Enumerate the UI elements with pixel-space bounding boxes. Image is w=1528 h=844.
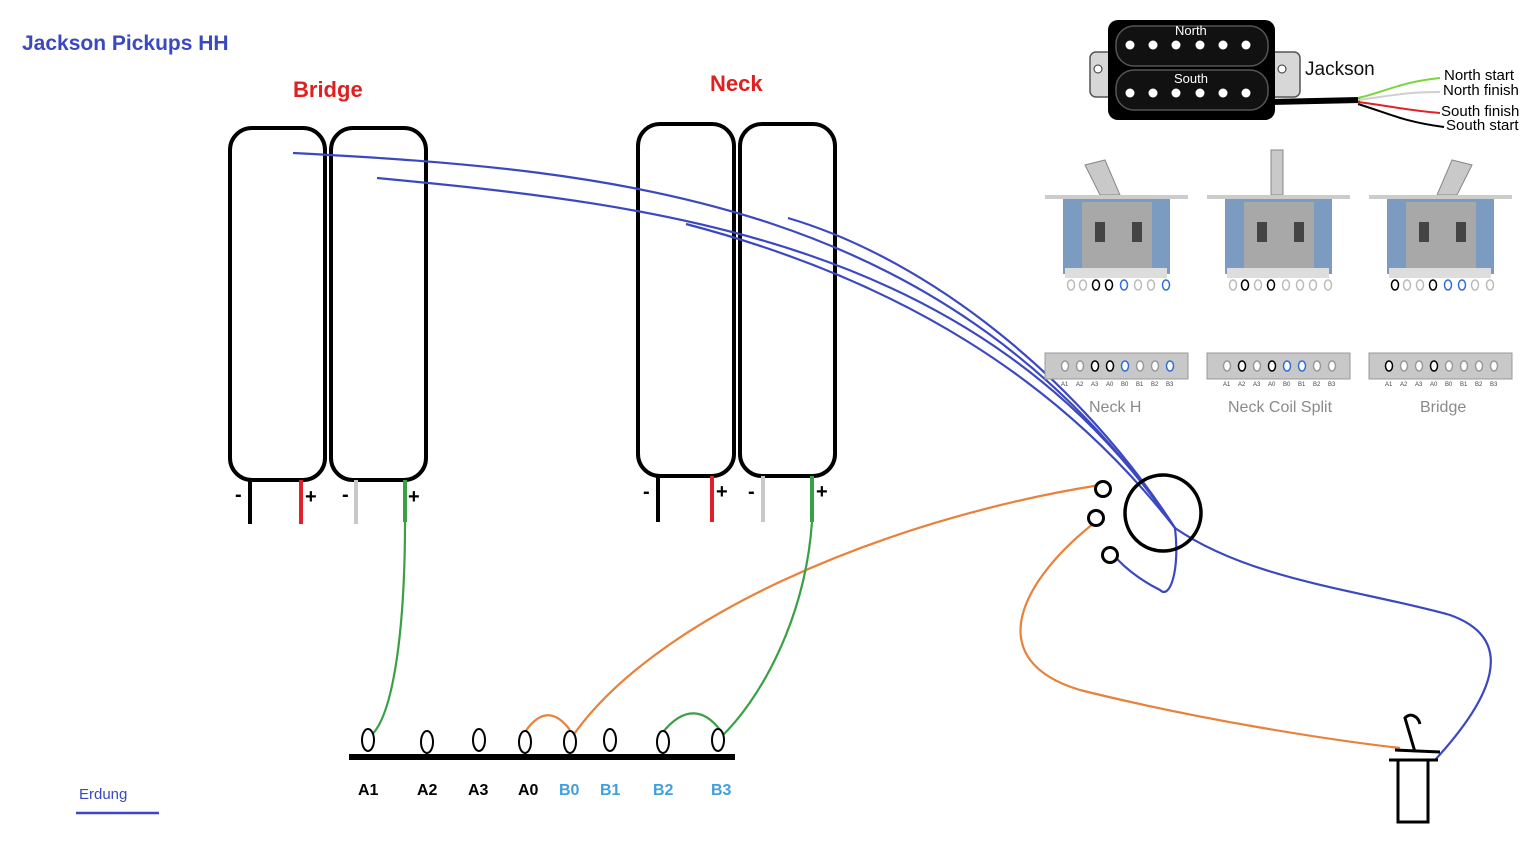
humbucker-reference: North South Jackson North start North fi… — [1089, 20, 1519, 134]
switch-bridge-tiny-4: B0 — [1445, 382, 1453, 388]
bridge-coil-left — [228, 126, 327, 482]
neck-minus-1: - — [643, 481, 650, 503]
switch-bridge-tiny-7: B3 — [1490, 382, 1498, 388]
lug-label-a3: A3 — [468, 782, 489, 799]
switch-neck-h-tiny-7: B3 — [1166, 382, 1174, 388]
switch-split-tiny-7: B3 — [1328, 382, 1336, 388]
pot-lug-1 — [1094, 480, 1112, 498]
lug-label-a0: A0 — [518, 782, 539, 799]
lug-a2 — [420, 730, 434, 754]
neck-plus-2: + — [816, 481, 828, 503]
switch-neck-h-tiny-4: B0 — [1121, 382, 1129, 388]
neck-coil-left — [636, 122, 736, 478]
lug-a0 — [518, 730, 532, 754]
neck-minus-2: - — [748, 481, 755, 503]
lug-label-a2: A2 — [417, 782, 438, 799]
signal-wires — [367, 521, 814, 739]
neck-pickup-label: Neck — [710, 71, 763, 96]
switch-split-tiny-3: A0 — [1268, 382, 1276, 388]
switch-bridge-caption: Bridge — [1420, 399, 1466, 416]
bridge-plus-2: + — [408, 486, 420, 508]
lug-b2 — [656, 730, 670, 754]
lug-label-b2: B2 — [653, 782, 674, 799]
switch-split-tiny-1: A2 — [1238, 382, 1246, 388]
humbucker-brand: Jackson — [1305, 59, 1375, 80]
wire-north-start: North start — [1444, 67, 1515, 84]
pot-lug-2 — [1087, 509, 1105, 527]
lug-b0 — [563, 730, 577, 754]
wire-south-finish: South finish — [1441, 103, 1519, 120]
neck-coil-right — [738, 122, 837, 478]
switch-position-bridge: A1 A2 A3 A0 B0 B1 B2 B3 Bridge — [1368, 159, 1513, 416]
switch-split-tiny-5: B1 — [1298, 382, 1306, 388]
switch-neck-h-tiny-3: A0 — [1106, 382, 1114, 388]
switch-neck-h-tiny-1: A2 — [1076, 382, 1084, 388]
switch-bridge-tiny-1: A2 — [1400, 382, 1408, 388]
switch-bridge-tiny-6: B2 — [1475, 382, 1483, 388]
bridge-minus-2: - — [342, 484, 349, 506]
switch-split-tiny-6: B2 — [1313, 382, 1321, 388]
wire-south-start: South start — [1446, 117, 1519, 134]
pot-lug-3 — [1101, 546, 1119, 564]
diagram-title: Jackson Pickups HH — [22, 32, 229, 55]
neck-pickup: - + - + — [636, 122, 837, 522]
bridge-pickup-label: Bridge — [293, 77, 363, 102]
switch-bridge-tiny-5: B1 — [1460, 382, 1468, 388]
bridge-minus-1: - — [235, 484, 242, 506]
humbucker-south-label: South — [1174, 71, 1208, 86]
switch-bridge-tiny-2: A3 — [1415, 382, 1423, 388]
hot-wires — [524, 483, 1401, 750]
bridge-coil-right — [329, 126, 428, 482]
switch-split-tiny-2: A3 — [1253, 382, 1261, 388]
switch-bridge-tiny-3: A0 — [1430, 382, 1438, 388]
bridge-plus-1: + — [305, 486, 317, 508]
output-jack — [1389, 713, 1441, 824]
switch-lug-bar: A1 A2 A3 A0 B0 B1 B2 B3 — [349, 728, 735, 799]
switch-neck-h-tiny-2: A3 — [1091, 382, 1099, 388]
switch-neck-h-tiny-6: B2 — [1151, 382, 1159, 388]
lug-b1 — [603, 728, 617, 752]
lug-label-b3: B3 — [711, 782, 732, 799]
switch-position-neck-h: A1 A2 A3 A0 B0 B1 B2 B3 Neck H — [1044, 159, 1189, 416]
lug-label-a1: A1 — [358, 782, 379, 799]
switch-position-neck-coil-split: A1 A2 A3 A0 B0 B1 B2 B3 Neck Coil Split — [1206, 149, 1351, 416]
switch-neck-coil-split-caption: Neck Coil Split — [1228, 399, 1333, 416]
switch-bridge-tiny-0: A1 — [1385, 382, 1393, 388]
volume-pot — [1087, 473, 1203, 564]
lug-a3 — [472, 728, 486, 752]
ground-wires — [292, 151, 1492, 761]
lug-b3 — [711, 728, 725, 752]
switch-neck-h-tiny-0: A1 — [1061, 382, 1069, 388]
switch-neck-h-tiny-5: B1 — [1136, 382, 1144, 388]
legend: Erdung — [76, 786, 159, 815]
lug-a1 — [361, 728, 375, 752]
switch-split-tiny-4: B0 — [1283, 382, 1291, 388]
legend-label: Erdung — [79, 786, 127, 803]
humbucker-north-label: North — [1175, 23, 1207, 38]
lug-label-b1: B1 — [600, 782, 621, 799]
wire-north-finish: North finish — [1443, 82, 1519, 99]
switch-split-tiny-0: A1 — [1223, 382, 1231, 388]
neck-plus-1: + — [716, 481, 728, 503]
switch-neck-h-caption: Neck H — [1089, 399, 1141, 416]
bridge-pickup: - + - + — [228, 126, 428, 524]
lug-label-b0: B0 — [559, 782, 580, 799]
